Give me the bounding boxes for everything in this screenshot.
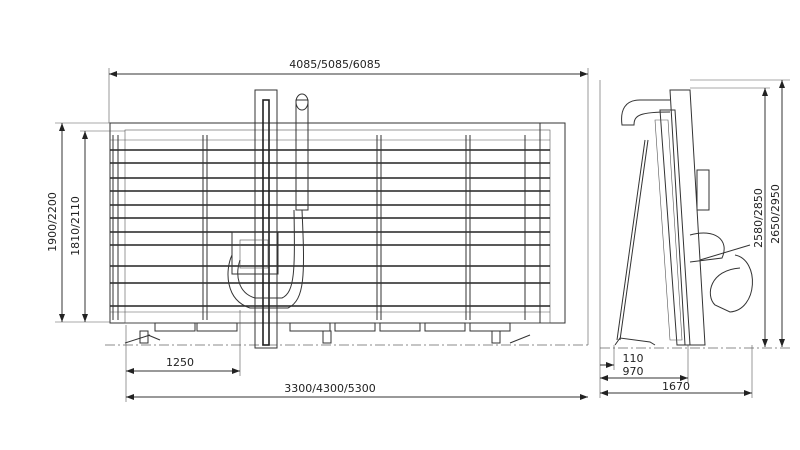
- dimension-side-depths: 110 970 1670: [599, 80, 753, 398]
- frame-outline: [109, 122, 566, 324]
- depth-3-label: 1670: [662, 380, 690, 393]
- dimension-height-2: 1810/2110: [69, 130, 125, 322]
- height-1-label: 1900/2200: [46, 192, 59, 252]
- dimension-height-1: 1900/2200: [46, 122, 110, 323]
- dimension-side-height-2: 2650/2950: [690, 79, 790, 347]
- base-feet: [124, 322, 531, 344]
- overall-length-label: 4085/5085/6085: [289, 58, 380, 71]
- vertical-posts: [112, 123, 541, 323]
- dimension-offset: 1250: [125, 310, 241, 402]
- side-frame: [614, 89, 753, 346]
- front-view: 4085/5085/6085 1900/2200 1810/2110 1250 …: [46, 58, 590, 402]
- saw-column: [254, 89, 309, 349]
- frame-length-label: 3300/4300/5300: [284, 382, 375, 395]
- support-bars: [110, 139, 550, 313]
- height-2-label: 1810/2110: [69, 196, 82, 256]
- side-height-2-label: 2650/2950: [769, 184, 782, 244]
- side-view: 2580/2850 2650/2950 110 970 1670: [599, 79, 790, 398]
- dimension-frame-length: 3300/4300/5300: [126, 382, 588, 400]
- saw-unit: [227, 209, 305, 309]
- side-height-1-label: 2580/2850: [752, 188, 765, 248]
- depth-2-label: 970: [623, 365, 644, 378]
- depth-1-label: 110: [623, 352, 644, 365]
- frame-inner: [124, 129, 551, 324]
- offset-label: 1250: [166, 356, 194, 369]
- dimension-side-height-1: 2580/2850: [690, 87, 770, 347]
- dimension-overall-length: 4085/5085/6085: [108, 58, 589, 345]
